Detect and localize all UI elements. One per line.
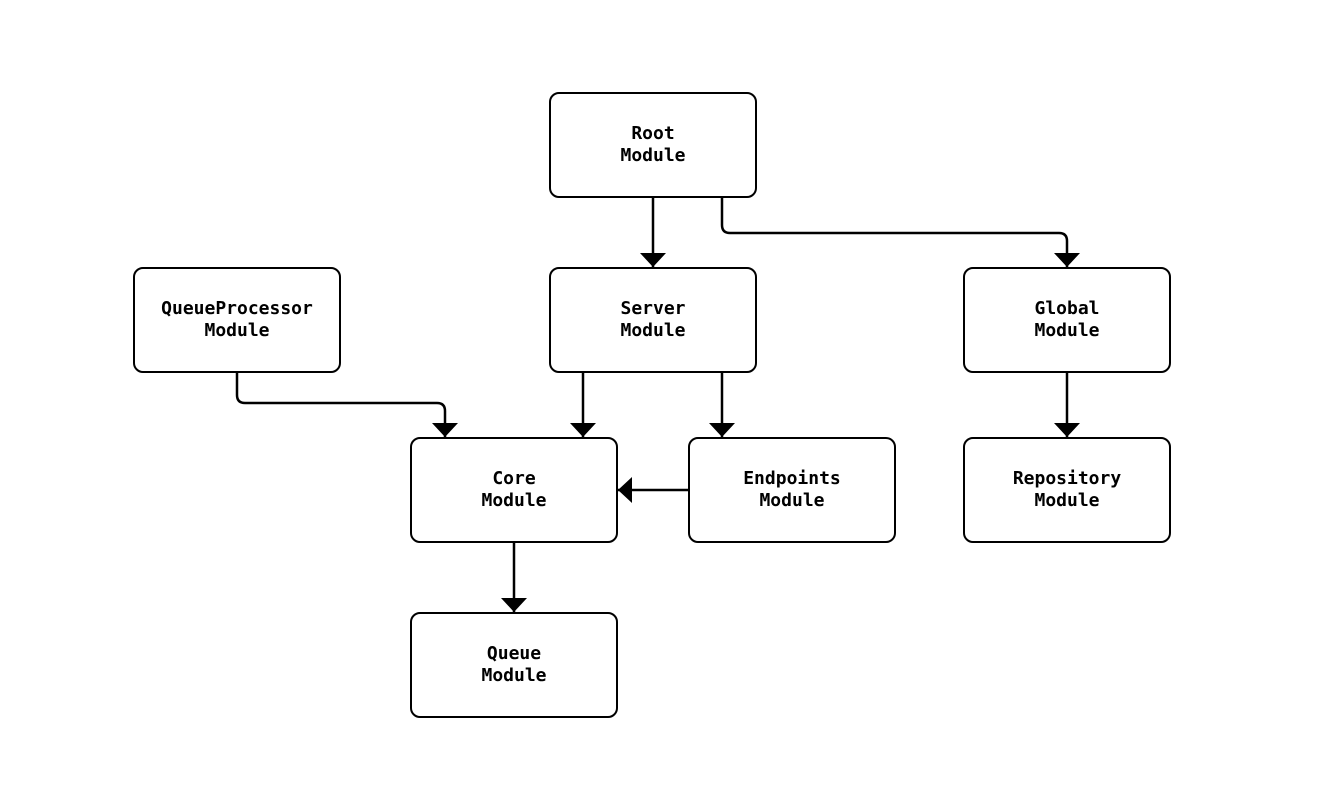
node-root-module-label: Root Module [620,123,686,166]
node-repository-module: Repository Module [963,437,1171,543]
node-core-module-label: Core Module [481,468,547,511]
node-server-module-label: Server Module [620,298,686,341]
node-endpoints-module: Endpoints Module [688,437,896,543]
node-queue-module-label: Queue Module [481,643,547,686]
edge-root-to-global [720,198,1080,267]
node-global-module-label: Global Module [1034,298,1100,341]
node-global-module: Global Module [963,267,1171,373]
node-core-module: Core Module [410,437,618,543]
node-queue-module: Queue Module [410,612,618,718]
edge-queueprocessor-to-core [235,373,458,437]
node-queueprocessor-module: QueueProcessor Module [133,267,341,373]
node-endpoints-module-label: Endpoints Module [743,468,841,511]
node-server-module: Server Module [549,267,757,373]
node-root-module: Root Module [549,92,757,198]
node-repository-module-label: Repository Module [1012,468,1122,511]
node-queueprocessor-module-label: QueueProcessor Module [161,298,313,341]
